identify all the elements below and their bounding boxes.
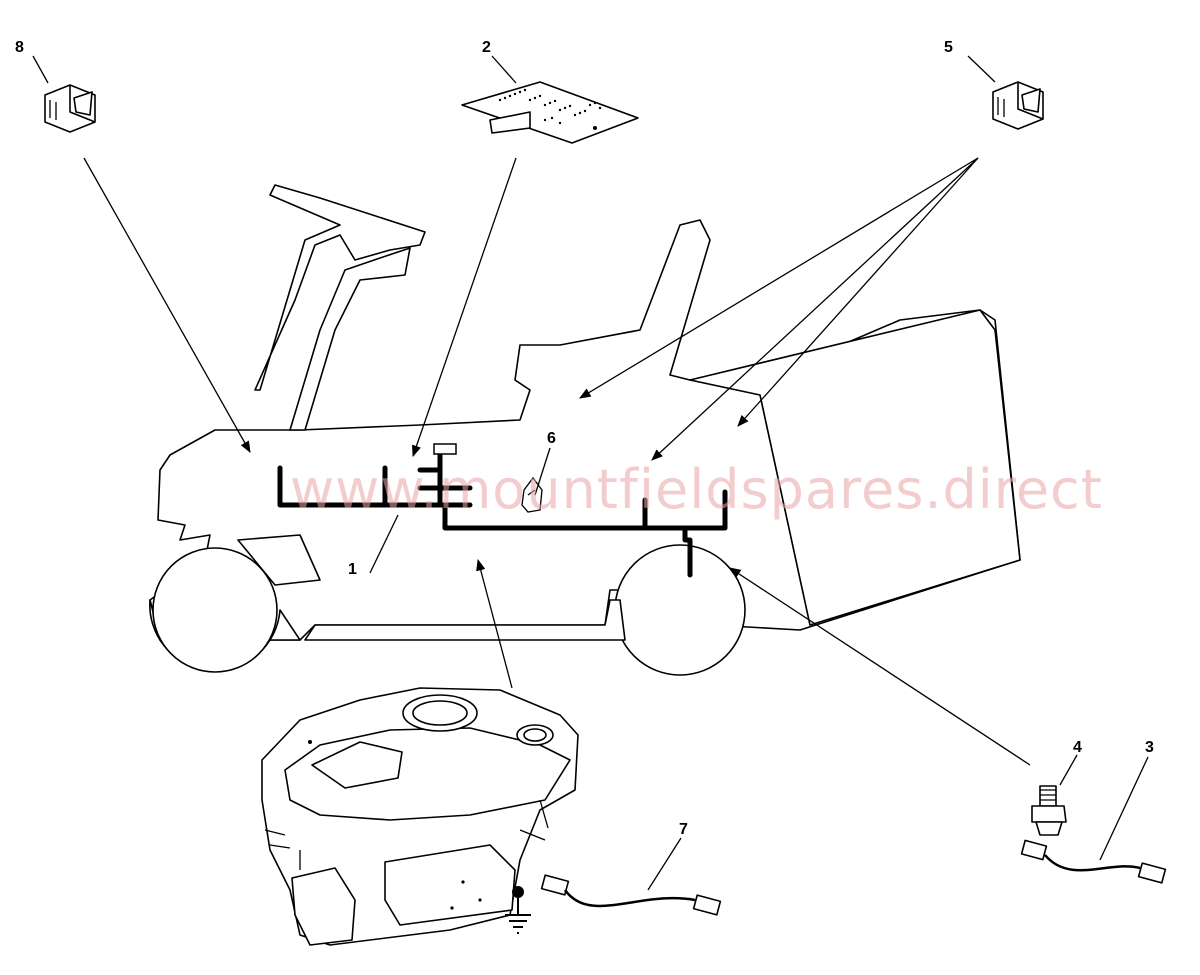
rocker-switch-right [992,81,1044,130]
main-wiring-harness [277,443,728,578]
callout-6: 6 [547,430,556,447]
threaded-sensor-switch [1031,785,1067,836]
rocker-switch-left [44,84,96,133]
callout-4: 4 [1073,739,1082,756]
engine-unit [261,687,579,946]
callout-labels: 8 2 5 6 1 4 3 7 [15,39,1154,838]
circuit-board [461,81,639,144]
wire-lead-7 [540,874,722,916]
leader-7-label [647,837,682,891]
watermark-text: www.mountfieldspares.direct [290,458,1103,521]
mower-body-outline [149,184,1021,676]
callout-2: 2 [482,39,491,56]
leader-5-label [967,55,996,83]
callout-8: 8 [15,39,24,56]
harness-clip [521,476,543,513]
callout-5: 5 [944,39,953,56]
leader-1 [369,514,399,574]
callout-1: 1 [348,561,357,578]
leader-3-label [1099,756,1149,861]
callout-3: 3 [1145,739,1154,756]
callout-7: 7 [679,821,688,838]
leader-4-label [1059,754,1078,786]
leader-8-label [32,55,49,84]
leader-engine [476,558,513,689]
leader-4 [729,567,1031,766]
leader-6 [534,447,551,496]
leader-8 [83,157,251,454]
leader-lines [32,55,1149,891]
leader-5c [737,157,979,427]
wire-lead-3 [1020,839,1167,884]
leader-5b [651,157,979,461]
leader-5a [578,157,979,399]
leader-2 [412,157,517,458]
leader-2-label [491,55,517,84]
